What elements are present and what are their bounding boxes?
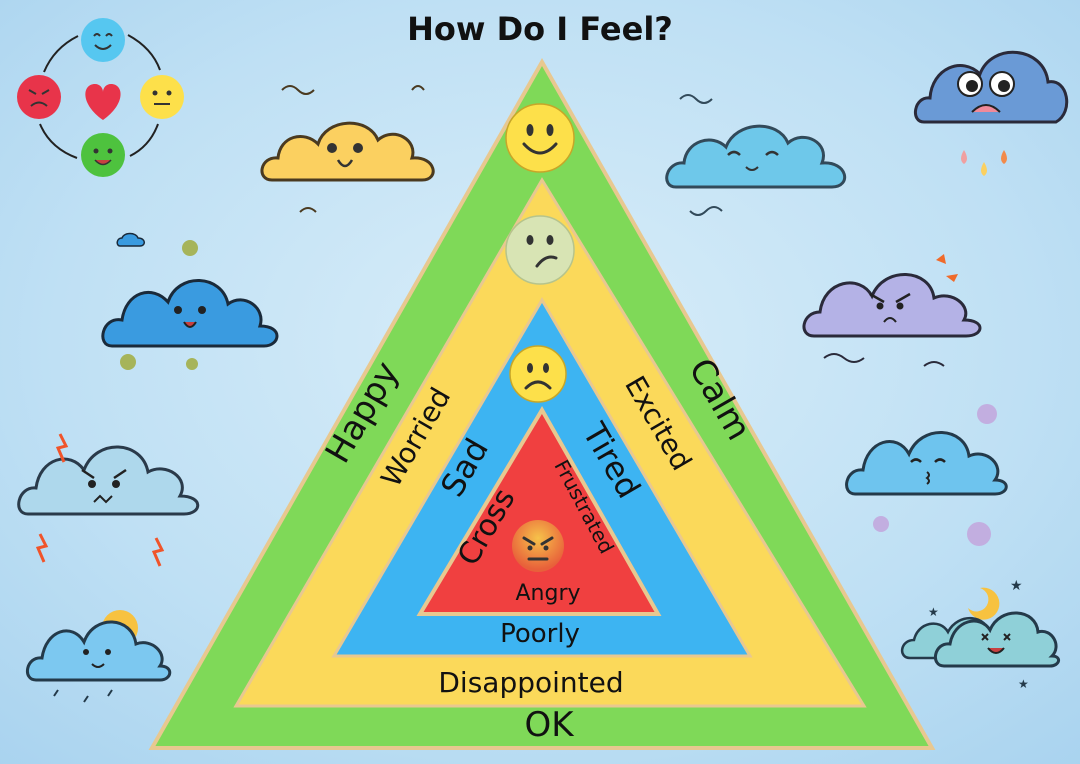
sad-face-icon	[509, 345, 567, 403]
label-disappointed: Disappointed	[438, 666, 623, 699]
cycle-good-face-icon	[81, 133, 125, 177]
kissing-cloud	[845, 404, 1008, 546]
feelings-pyramid	[148, 57, 936, 750]
sunny-cloud	[26, 610, 172, 703]
cycle-happy-face-icon	[81, 18, 125, 62]
label-angry: Angry	[515, 581, 580, 606]
emotion-cycle	[17, 18, 184, 177]
heart-icon	[85, 84, 121, 120]
crying-cloud	[914, 50, 1069, 176]
cycle-angry-face-icon	[17, 75, 61, 119]
angry-face-icon	[512, 520, 564, 572]
cycle-arrow-3	[39, 123, 78, 159]
label-ok: OK	[524, 705, 575, 745]
svg-text:★: ★	[1018, 677, 1029, 691]
cycle-arrow-1	[127, 34, 161, 71]
cycle-neutral-face-icon	[140, 75, 184, 119]
svg-text:★: ★	[928, 605, 939, 619]
cycle-arrow-2	[129, 123, 159, 157]
cycle-arrow-4	[43, 35, 79, 73]
calm-blue-cloud	[665, 94, 847, 216]
night-cloud: ★ ★ ★	[901, 578, 1060, 691]
stormy-cloud	[17, 433, 200, 567]
layer-red	[416, 406, 662, 616]
unsure-face-icon	[505, 215, 575, 285]
label-poorly: Poorly	[500, 619, 580, 649]
page-title: How Do I Feel?	[407, 10, 673, 48]
smiling-blue-cloud	[101, 232, 279, 370]
svg-text:★: ★	[1010, 578, 1023, 594]
angry-purple-cloud	[802, 254, 982, 367]
happy-yellow-cloud	[260, 85, 435, 213]
happy-face-icon	[505, 103, 575, 173]
